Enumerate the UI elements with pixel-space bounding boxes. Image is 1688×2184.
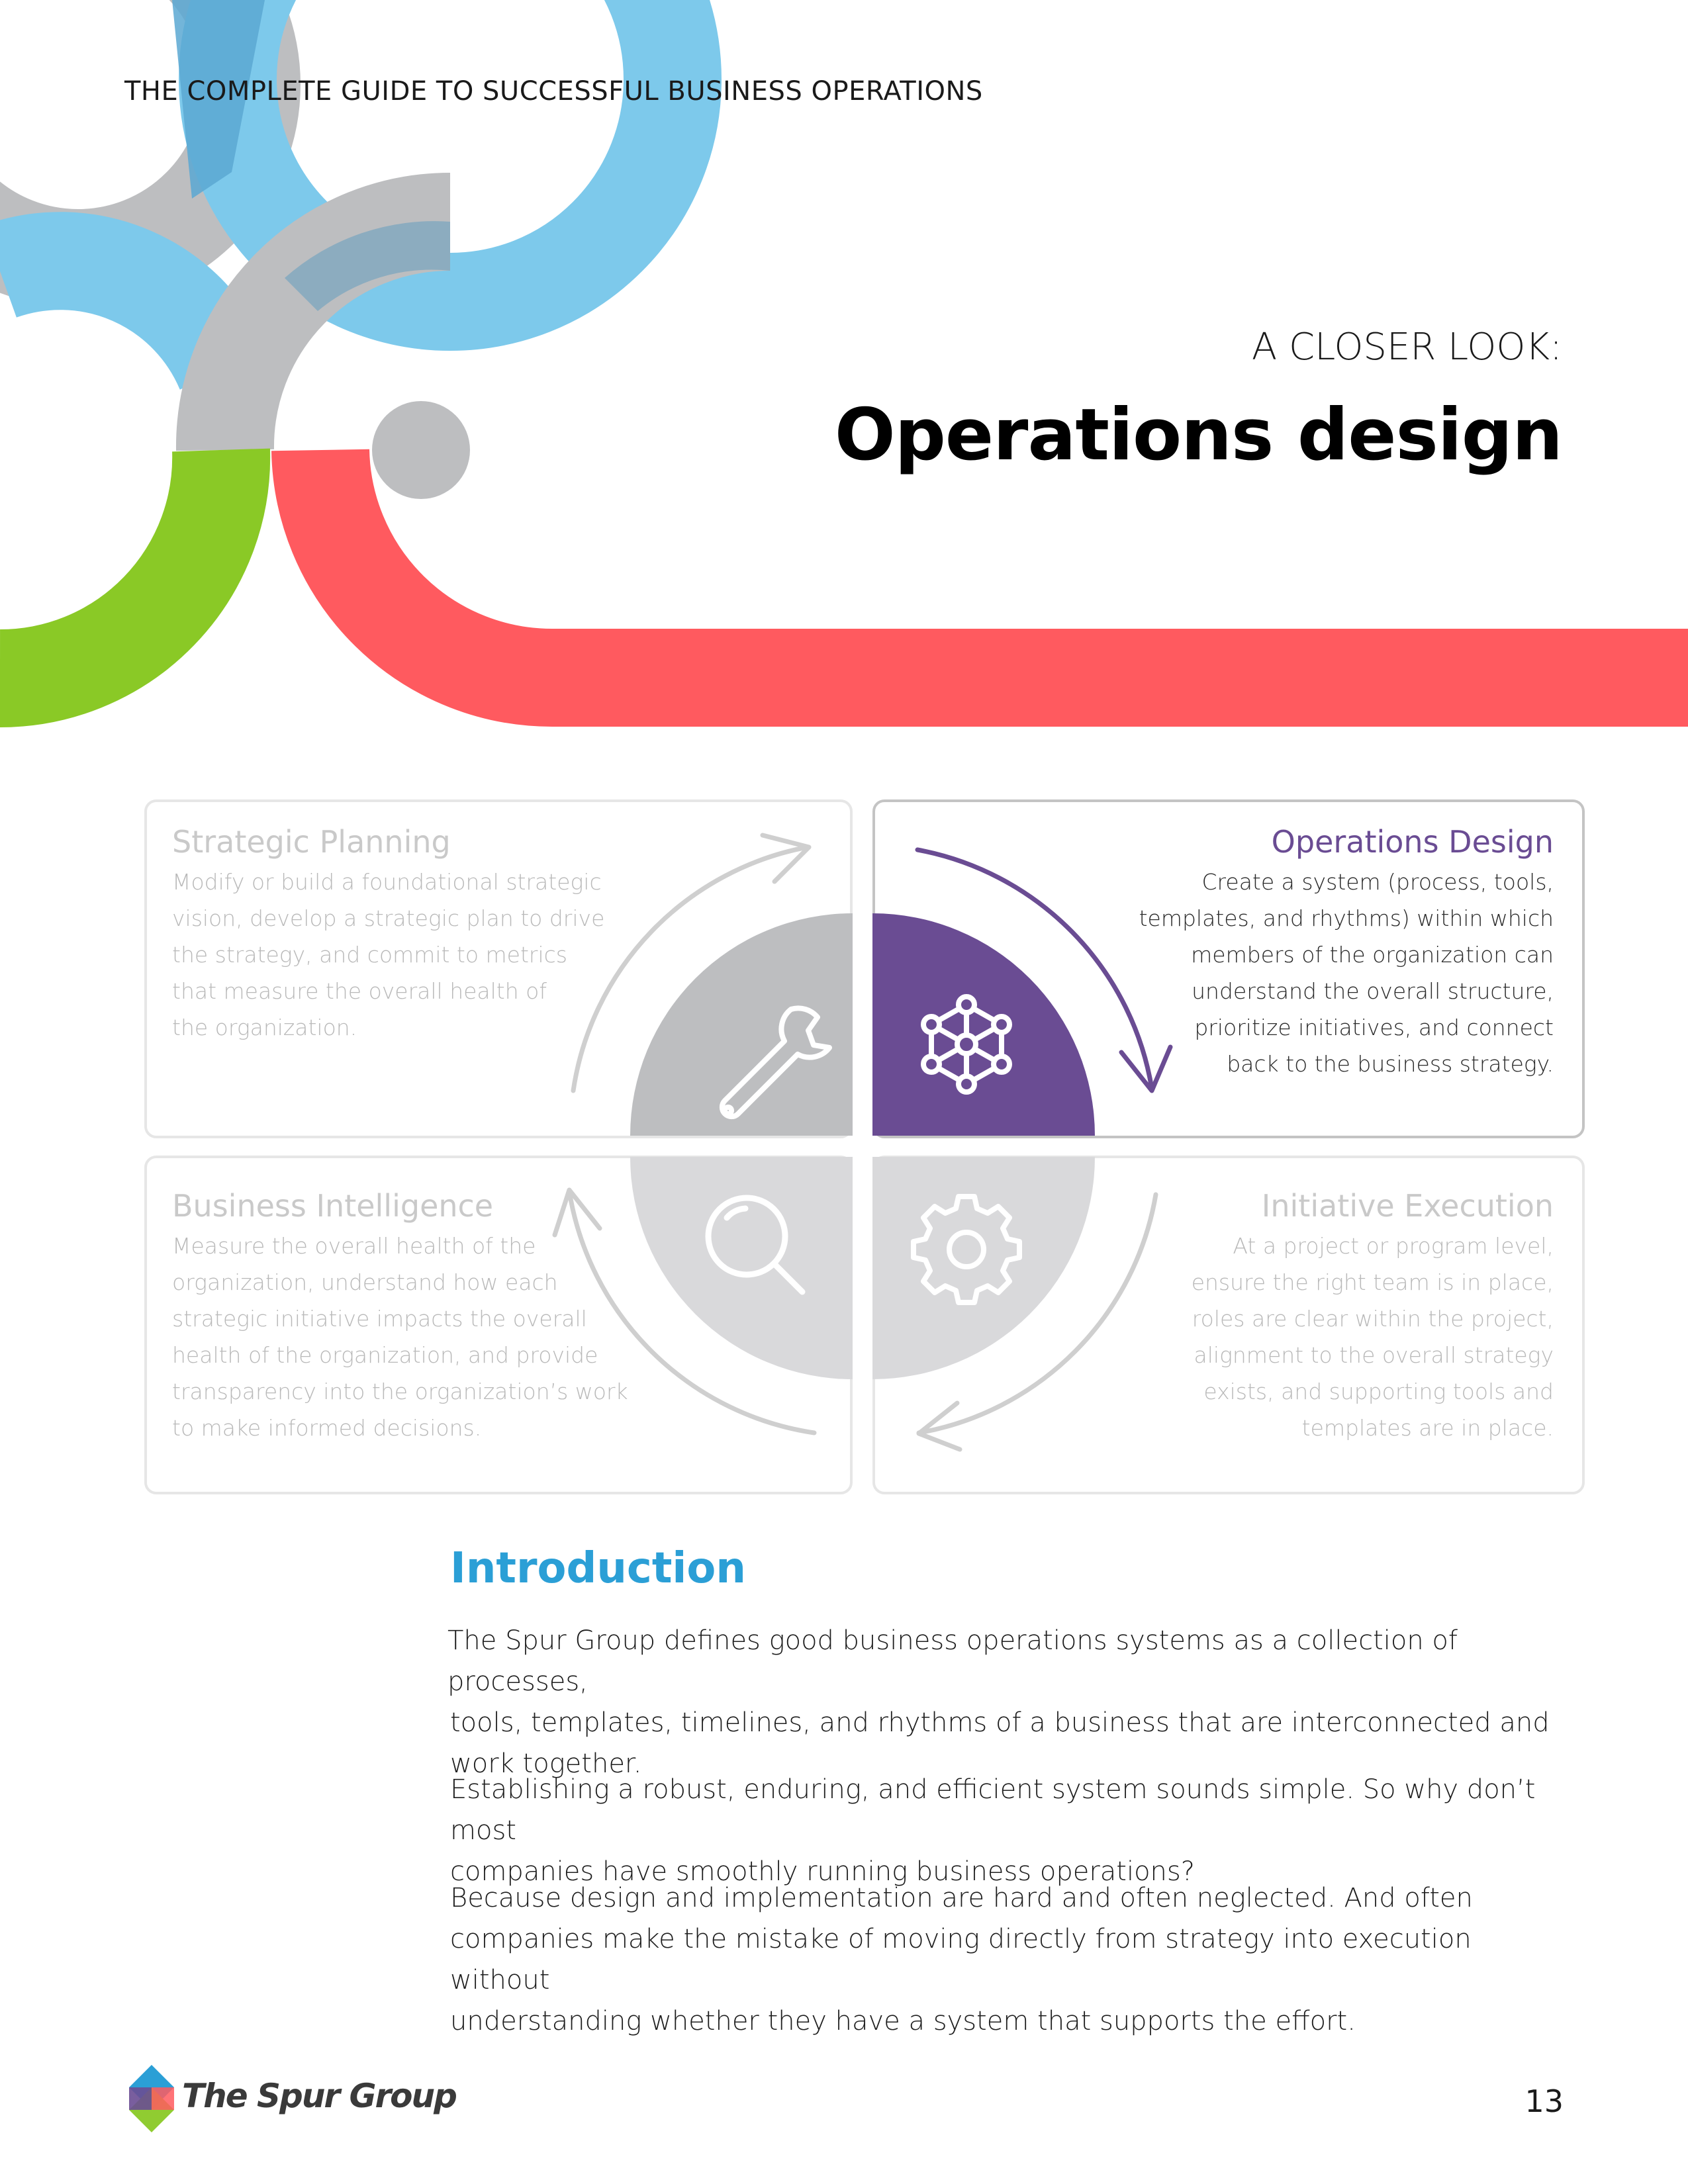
operations-design-title: Operations Design — [1271, 824, 1554, 860]
paragraph-line: Because design and implementation are ha… — [450, 1883, 1473, 1913]
initiative-execution-line: templates are in place. — [1301, 1415, 1554, 1441]
paragraph-line: understanding whether they have a system… — [450, 2006, 1356, 2036]
intro-paragraph-3: Because design and implementation are ha… — [450, 1878, 1562, 2042]
business-intelligence-line: transparency into the organization’s wor… — [172, 1379, 628, 1404]
running-header: THE COMPLETE GUIDE TO SUCCESSFUL BUSINES… — [124, 76, 983, 107]
operations-design-description: Create a system (process, tools, templat… — [1130, 864, 1554, 1082]
business-intelligence-line: strategic initiative impacts the overall — [172, 1306, 587, 1332]
strategic-planning-line: that measure the overall health of — [172, 978, 547, 1004]
operations-design-line: members of the organization can — [1191, 942, 1554, 968]
section-kicker: A CLOSER LOOK: — [1251, 326, 1562, 369]
business-intelligence-line: to make informed decisions. — [172, 1415, 482, 1441]
initiative-execution-line: ensure the right team is in place, — [1191, 1269, 1554, 1295]
operations-design-line: prioritize initiatives, and connect — [1194, 1015, 1554, 1040]
gray-dot — [372, 401, 470, 499]
strategic-planning-line: Modify or build a foundational strategic — [172, 869, 602, 895]
initiative-execution-line: At a project or program level, — [1233, 1233, 1554, 1259]
business-intelligence-line: Measure the overall health of the — [172, 1233, 536, 1259]
strategic-planning-line: the organization. — [172, 1015, 357, 1040]
business-intelligence-line: health of the organization, and provide — [172, 1342, 598, 1368]
business-intelligence-description: Measure the overall health of the organi… — [172, 1228, 635, 1446]
red-arc — [271, 448, 1688, 727]
strategic-planning-line: vision, develop a strategic plan to driv… — [172, 905, 605, 931]
logo-mark-icon — [129, 2065, 174, 2132]
network-icon — [921, 994, 1012, 1095]
logo-wordmark: The Spur Group — [182, 2077, 457, 2115]
paragraph-line: work together. — [450, 1749, 642, 1779]
arrow-execution-to-intelligence — [916, 1192, 1158, 1452]
paragraph-line: Establishing a robust, enduring, and eff… — [450, 1774, 1536, 1846]
page-number: 13 — [1524, 2083, 1564, 2119]
intro-paragraph-1: The Spur Group defines good business ope… — [447, 1620, 1562, 1784]
paragraph-line: companies have smoothly running business… — [450, 1856, 1195, 1887]
decorative-header-graphic — [0, 0, 1688, 727]
segment-strategic-planning — [630, 913, 853, 1136]
arrow-intelligence-to-strategic — [552, 1187, 817, 1435]
initiative-execution-description: At a project or program level, ensure th… — [1143, 1228, 1554, 1446]
operations-design-line: templates, and rhythms) within which — [1139, 905, 1554, 931]
page-title: Operations design — [834, 394, 1563, 477]
initiative-execution-line: alignment to the overall strategy — [1194, 1342, 1554, 1368]
paragraph-line: companies make the mistake of moving dir… — [450, 1924, 1472, 1995]
gray-arc-overlap — [285, 221, 450, 311]
segment-initiative-execution — [872, 1157, 1095, 1379]
intro-paragraph-2: Establishing a robust, enduring, and eff… — [450, 1769, 1562, 1892]
paragraph-line: tools, templates, timelines, and rhythms… — [450, 1707, 1550, 1738]
strategic-planning-description: Modify or build a foundational strategic… — [172, 864, 622, 1046]
strategic-planning-title: Strategic Planning — [172, 824, 451, 860]
arrow-strategic-to-operations — [571, 833, 812, 1093]
overlap-band — [172, 0, 265, 199]
operations-design-line: Create a system (process, tools, — [1201, 869, 1554, 895]
wrench-icon — [719, 1005, 832, 1120]
paragraph-line: The Spur Group defines good business ope… — [447, 1625, 1458, 1697]
segment-operations-design — [872, 913, 1095, 1136]
magnifier-icon — [705, 1195, 806, 1295]
initiative-execution-line: roles are clear within the project, — [1192, 1306, 1554, 1332]
initiative-execution-line: exists, and supporting tools and — [1203, 1379, 1554, 1404]
green-arc — [0, 448, 271, 727]
introduction-heading: Introduction — [450, 1544, 746, 1593]
spur-group-logo: The Spur Group — [122, 2058, 457, 2138]
business-intelligence-title: Business Intelligence — [172, 1188, 494, 1224]
operations-design-line: back to the business strategy. — [1227, 1051, 1554, 1077]
operations-design-line: understand the overall structure, — [1192, 978, 1554, 1004]
arrow-operations-to-execution — [915, 847, 1173, 1093]
gear-icon — [911, 1194, 1022, 1305]
business-intelligence-line: organization, understand how each — [172, 1269, 558, 1295]
initiative-execution-title: Initiative Execution — [1261, 1188, 1554, 1224]
strategic-planning-line: the strategy, and commit to metrics — [172, 942, 567, 968]
segment-business-intelligence — [630, 1157, 853, 1379]
